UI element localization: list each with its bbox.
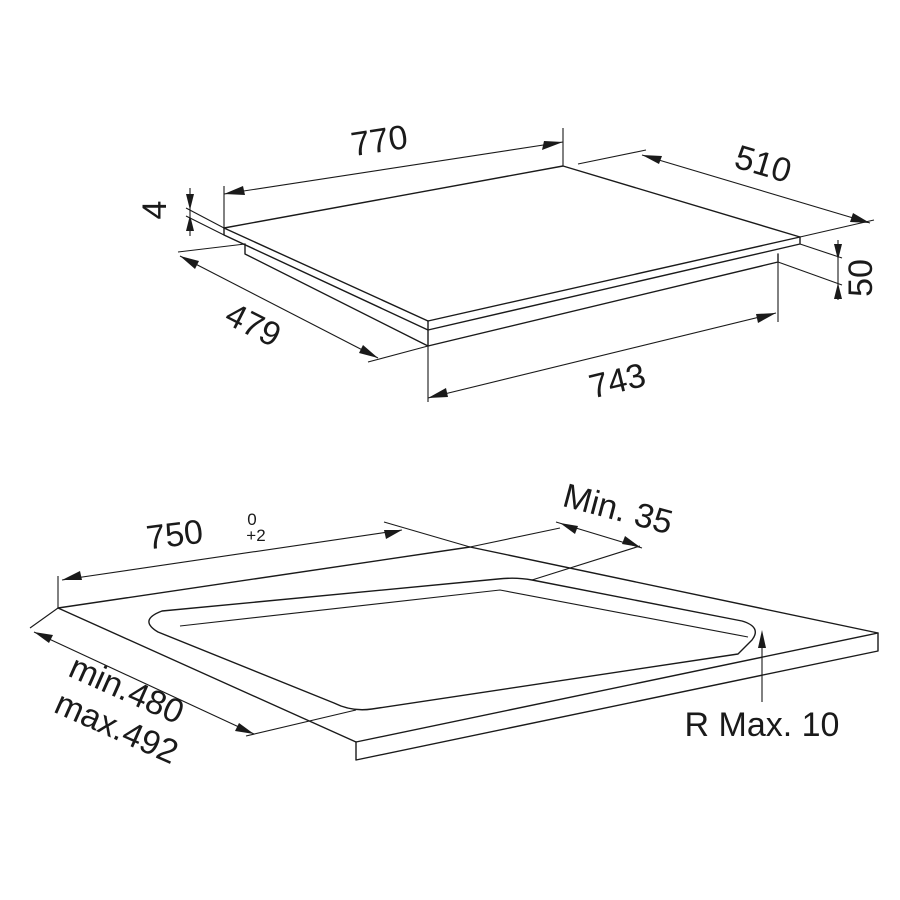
dim-750: 750 0 +2 bbox=[57, 510, 471, 608]
worktop-edge bbox=[355, 632, 879, 761]
dim-510: 510 bbox=[577, 138, 875, 238]
radius-label: R Max. 10 bbox=[685, 706, 840, 744]
dim-743-label: 743 bbox=[585, 356, 649, 406]
dim-770-label: 770 bbox=[348, 118, 410, 164]
dim-743: 743 bbox=[427, 262, 779, 406]
cutout-opening bbox=[148, 577, 756, 711]
dim-4-label: 4 bbox=[136, 201, 174, 220]
dim-770: 770 bbox=[223, 118, 564, 228]
dim-479-label: 479 bbox=[219, 295, 287, 355]
dim-50: 50 bbox=[777, 240, 880, 300]
dim-750-tolerance-lower: +2 bbox=[246, 526, 265, 545]
cutout-inner-edge bbox=[179, 589, 749, 638]
dim-50-label: 50 bbox=[842, 259, 880, 297]
dim-480-492: min.480 max.492 bbox=[29, 607, 357, 772]
dim-min35: Min. 35 bbox=[469, 477, 677, 581]
hob-glass-edge bbox=[223, 227, 801, 331]
dim-479: 479 bbox=[177, 243, 429, 363]
dim-4: 4 bbox=[136, 188, 225, 236]
worktop-drawing bbox=[57, 546, 879, 761]
dim-radius: R Max. 10 bbox=[685, 630, 840, 744]
dim-510-label: 510 bbox=[731, 138, 796, 191]
hob-drawing bbox=[223, 165, 801, 347]
hob-glass-top bbox=[223, 165, 801, 322]
dim-750-label: 750 bbox=[144, 513, 205, 558]
dim-min35-label: Min. 35 bbox=[559, 477, 677, 543]
dim-750-tolerance-upper: 0 bbox=[247, 510, 256, 529]
